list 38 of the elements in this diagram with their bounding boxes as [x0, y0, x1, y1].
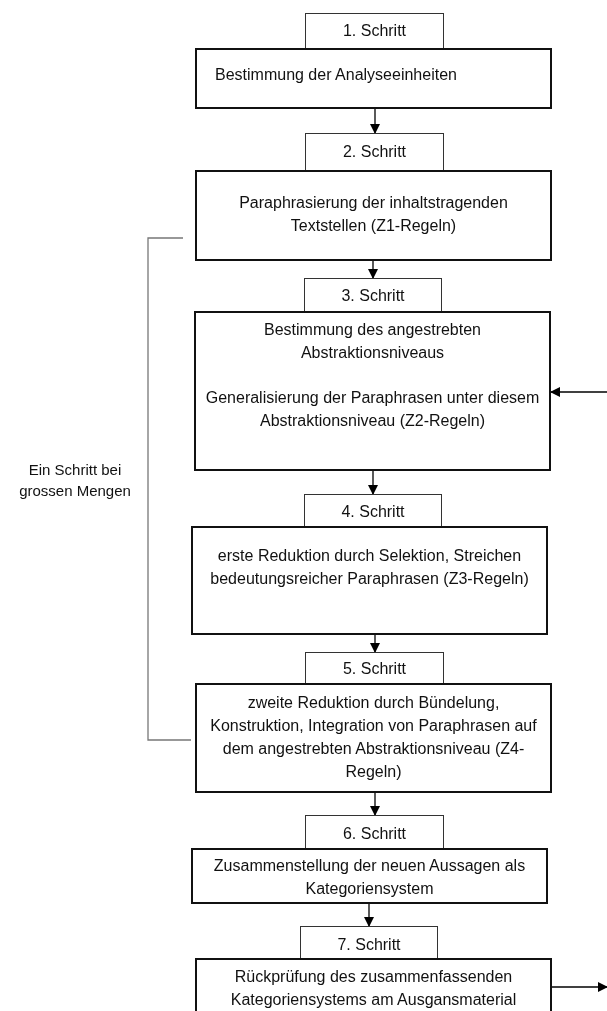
step-label: 1. Schritt	[341, 21, 408, 41]
step-tab	[305, 133, 444, 171]
step-tab	[305, 652, 444, 685]
step-description: Paraphrasierung der inhaltstragenden Textstellen (Z1-Regeln)	[238, 193, 509, 236]
step-label: 7. Schritt	[336, 935, 402, 955]
process-box	[191, 848, 548, 904]
step-tab	[305, 815, 444, 850]
arrow	[370, 792, 380, 816]
step-description: Bestimmung des angestrebten Abstraktionsniveaus	[263, 320, 482, 363]
bracket-label: Ein Schritt bei grossen Mengen	[18, 460, 132, 501]
step-description: Rückprüfung des zusammenfassenden Kategoriensystems am Ausgansmaterial	[229, 967, 518, 1010]
arrow	[551, 982, 607, 992]
process-box	[195, 683, 552, 793]
step-description: erste Reduktion durch Selektion, Streichen bedeutungsreicher Paraphrasen (Z3-Regeln)	[209, 546, 530, 589]
arrow	[364, 903, 374, 927]
step-description: Zusammenstellung der neuen Aussagen als Kategoriensystem	[212, 856, 527, 899]
arrow	[370, 108, 380, 134]
process-box	[195, 48, 552, 109]
step-tab	[305, 13, 444, 49]
step-label: 5. Schritt	[341, 659, 408, 679]
step-label: 6. Schritt	[341, 824, 408, 844]
arrow	[370, 634, 380, 653]
arrow	[368, 470, 378, 495]
step-tab	[304, 494, 442, 528]
process-box	[195, 958, 552, 1011]
arrow	[550, 387, 607, 397]
process-box	[194, 311, 551, 471]
step-description: Generalisierung der Paraphrasen unter diesem Abstraktionsniveau (Z2-Regeln)	[204, 388, 541, 431]
step-description: zweite Reduktion durch Bündelung, Konstruktion, Integration von Paraphrasen auf dem angestrebten Abstraktionsniveau (Z4-Regeln)	[209, 693, 538, 782]
process-box	[191, 526, 548, 635]
process-box	[195, 170, 552, 261]
step-description: Bestimmung der Analyseeinheiten	[215, 65, 458, 85]
step-label: 3. Schritt	[340, 286, 406, 306]
arrow	[368, 260, 378, 279]
step-label: 2. Schritt	[341, 142, 408, 162]
step-tab	[304, 278, 442, 313]
step-label: 4. Schritt	[340, 502, 406, 522]
step-tab	[300, 926, 438, 960]
